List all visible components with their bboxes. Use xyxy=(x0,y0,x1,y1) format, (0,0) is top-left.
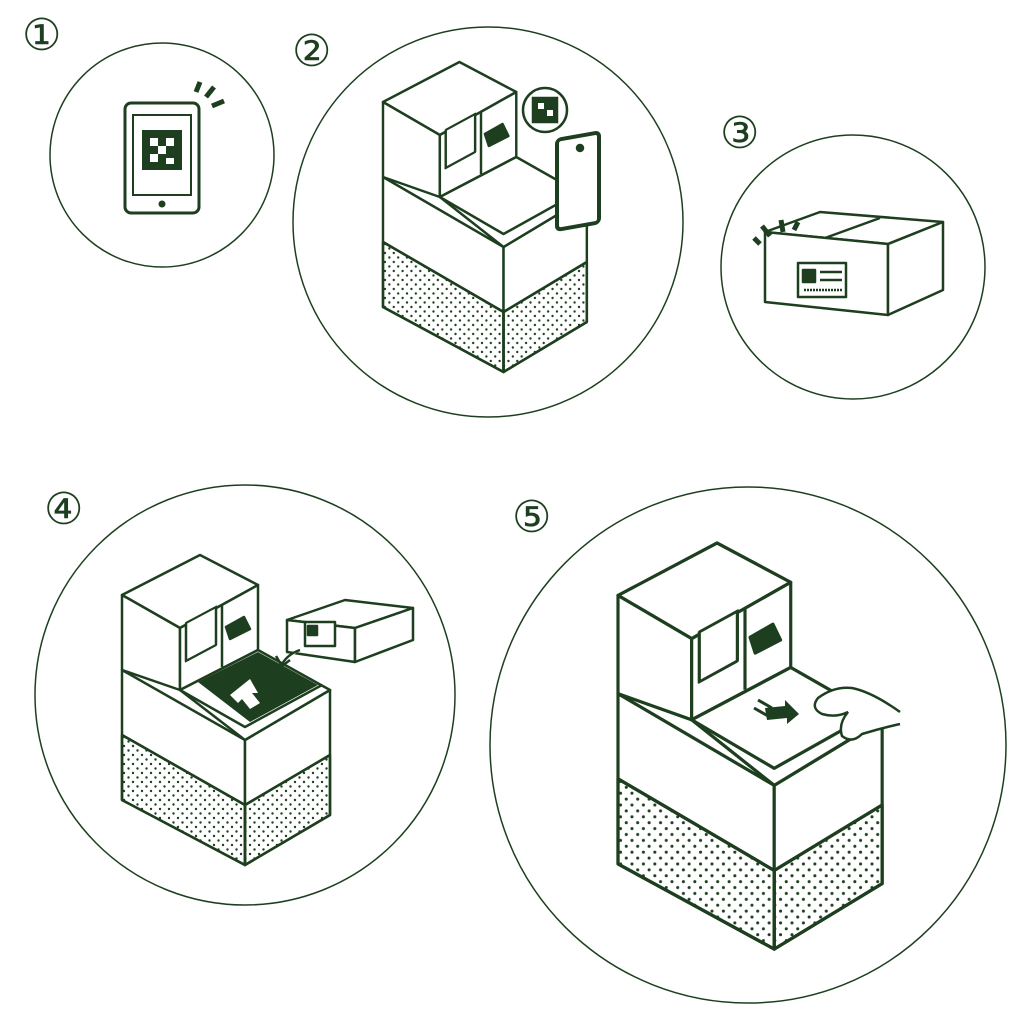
step-5-label: ⑤ xyxy=(512,492,552,543)
phone-scan-bubble-icon xyxy=(521,86,601,232)
step-4-label: ④ xyxy=(44,484,84,535)
kiosk-illustration xyxy=(616,541,884,951)
smartphone-qr-icon xyxy=(123,81,225,215)
tray-dark xyxy=(198,652,318,722)
step-2-scene xyxy=(292,26,684,418)
push-arrow-icon xyxy=(765,700,799,724)
step-2-label: ② xyxy=(292,26,332,77)
step-4-scene xyxy=(34,484,456,906)
step-1-label: ① xyxy=(22,10,62,61)
step-3-label: ③ xyxy=(720,108,760,159)
box-with-label-icon xyxy=(274,598,415,668)
hand-icon xyxy=(813,686,901,741)
step-1-scene xyxy=(49,42,275,268)
labeled-box-icon xyxy=(752,210,945,317)
step-1-circle xyxy=(49,42,275,268)
step-5-scene xyxy=(489,486,1007,1004)
step-3-scene xyxy=(720,134,986,400)
kiosk-illustration xyxy=(120,553,332,867)
up-arrow-icon xyxy=(230,679,260,709)
